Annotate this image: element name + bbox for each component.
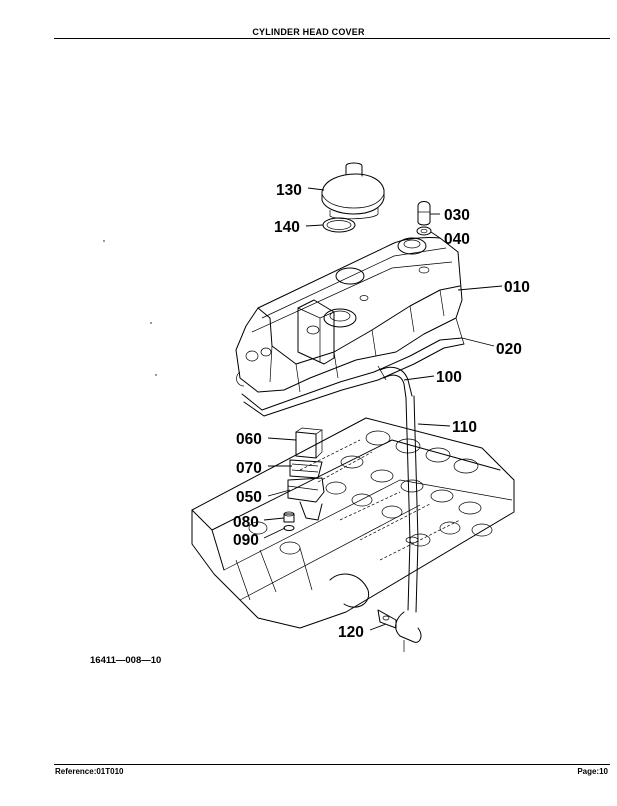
callout-050: 050 bbox=[236, 489, 262, 506]
callout-100: 100 bbox=[436, 369, 462, 386]
callout-070: 070 bbox=[236, 460, 262, 477]
footer-reference: Reference:01T010 bbox=[55, 767, 124, 776]
callout-040: 040 bbox=[444, 231, 470, 248]
callout-010: 010 bbox=[504, 279, 530, 296]
breather-hose bbox=[377, 365, 413, 399]
page-title: CYLINDER HEAD COVER bbox=[252, 27, 365, 37]
callout-140: 140 bbox=[274, 219, 300, 236]
cylinder-head-cover bbox=[235, 237, 463, 393]
footer-page-number: Page:10 bbox=[577, 767, 608, 776]
footer-rule bbox=[54, 764, 610, 765]
figure-number: 16411—008—10 bbox=[90, 655, 161, 666]
callout-130: 130 bbox=[276, 182, 302, 199]
callout-110: 110 bbox=[452, 419, 477, 436]
oil-filler-cap bbox=[321, 162, 385, 220]
header-rule bbox=[54, 38, 610, 39]
callout-030: 030 bbox=[444, 207, 470, 224]
cap-nut bbox=[417, 201, 431, 226]
callout-080: 080 bbox=[233, 514, 259, 531]
leader-lines bbox=[263, 187, 503, 631]
valve-assembly bbox=[283, 427, 325, 531]
callout-090: 090 bbox=[233, 532, 259, 549]
pipe-clamp bbox=[377, 609, 397, 629]
callout-060: 060 bbox=[236, 431, 262, 448]
callout-020: 020 bbox=[496, 341, 522, 358]
washer bbox=[416, 226, 432, 236]
breather-pipe bbox=[395, 395, 422, 652]
cover-gasket bbox=[241, 317, 465, 417]
o-ring bbox=[322, 217, 356, 233]
callout-120: 120 bbox=[338, 624, 364, 641]
cylinder-head-block bbox=[191, 417, 515, 629]
